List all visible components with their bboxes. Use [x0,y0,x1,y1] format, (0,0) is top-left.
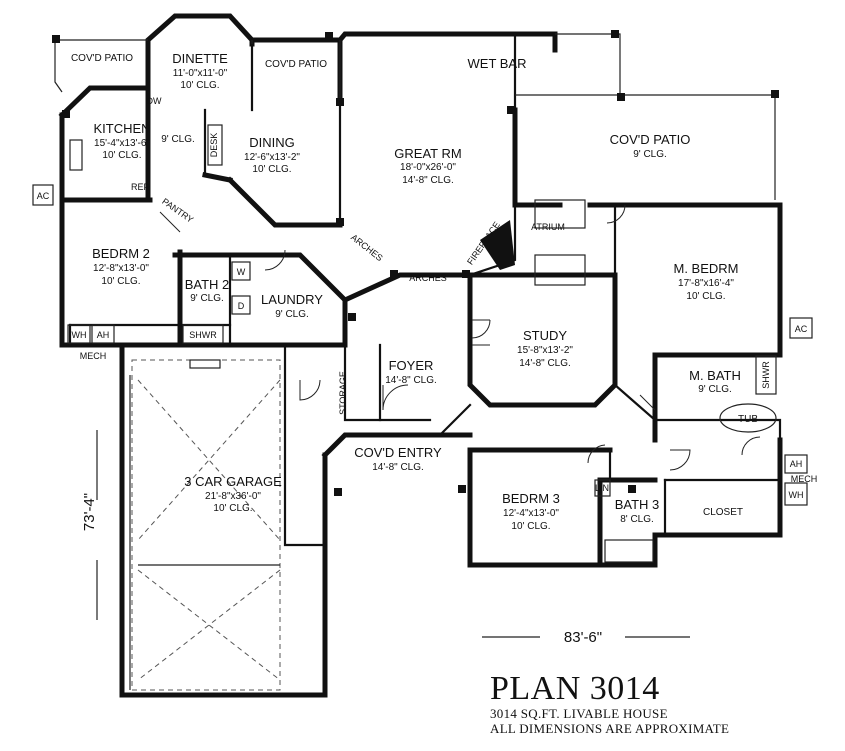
label-study-clg: 14'-8" CLG. [519,358,571,369]
room-label-bath3: BATH 3 8' CLG. [615,497,660,525]
label-covd-patio-right: COV'D PATIO [610,132,691,147]
label-mech-left: MECH [80,351,107,361]
label-m-bedrm-size: 17'-8"x16'-4" [678,278,734,289]
label-ac-right: AC [795,324,808,334]
label-foyer: FOYER [389,358,434,373]
room-label-great-rm: GREAT RM 18'-0"x26'-0" 14'-8" CLG. [394,146,461,186]
label-ref: REF [131,182,150,192]
label-wet-bar: WET BAR [468,56,527,71]
label-bedrm2-clg: 10' CLG. [101,276,140,287]
room-label-kitchen: KITCHEN 15'-4"x13'-6" 10' CLG. [93,121,150,161]
label-bath2: BATH 2 [185,277,230,292]
label-dinette-size: 11'-0"x11'-0" [173,68,228,79]
label-laundry-clg: 9' CLG. [275,309,309,320]
room-label-garage: 3 CAR GARAGE 21'-8"x36'-0" 10' CLG. [184,474,282,514]
label-garage-size: 21'-8"x36'-0" [205,491,261,502]
label-washer: W [237,267,246,277]
label-covd-patio-right-clg: 9' CLG. [633,149,667,160]
label-dw: DW [147,96,162,106]
fixture-outlines [32,124,813,563]
room-label-study: STUDY 15'-8"x13'-2" 14'-8" CLG. [517,328,573,369]
label-laundry: LAUNDRY [261,292,323,307]
room-label-covd-patio-left: COV'D PATIO [71,53,133,64]
door-swings [159,204,761,471]
label-ah-right: AH [790,459,803,469]
columns [52,30,779,496]
label-shwr-left: SHWR [189,330,217,340]
plan-square-footage: 3014 SQ.FT. LIVABLE HOUSE [490,706,668,721]
room-label-covd-entry: COV'D ENTRY 14'-8" CLG. [354,445,442,473]
label-great-rm-size: 18'-0"x26'-0" [400,162,456,173]
label-dining: DINING [249,135,295,150]
label-mech-right: MECH [791,474,818,484]
label-kitchen-size: 15'-4"x13'-6" [94,138,150,149]
plan-disclaimer: ALL DIMENSIONS ARE APPROXIMATE [490,721,730,736]
label-desk: DESK [209,133,219,158]
label-m-bath-clg: 9' CLG. [698,384,732,395]
dimension-depth: 73'-4" [81,493,98,531]
room-label-bedrm3: BEDRM 3 12'-4"x13'-0" 10' CLG. [502,491,560,532]
label-garage-clg: 10' CLG. [213,503,252,514]
plan-title: PLAN 3014 [490,670,660,707]
interior-walls [68,32,782,547]
label-m-bedrm-clg: 10' CLG. [686,291,725,302]
label-bath2-clg: 9' CLG. [190,293,224,304]
label-great-rm-clg: 14'-8" CLG. [402,175,454,186]
room-label-dining: DINING 12'-6"x13'-2" 10' CLG. [244,135,300,175]
exterior-walls [58,13,783,698]
label-covd-patio-left: COV'D PATIO [71,53,133,64]
dimension-lines [96,430,690,638]
label-wh-right: WH [789,490,804,500]
room-label-dinette: DINETTE 11'-0"x11'-0" 10' CLG. [172,51,228,91]
label-bedrm3-size: 12'-4"x13'-0" [503,508,559,519]
label-dining-clg: 10' CLG. [252,164,291,175]
label-m-bedrm: M. BEDRM [674,261,739,276]
label-ac-left: AC [37,191,50,201]
label-bedrm2-size: 12'-8"x13'-0" [93,263,149,274]
label-study: STUDY [523,328,567,343]
label-closet: CLOSET [703,507,743,518]
label-arches-horizontal: ARCHES [409,273,447,283]
label-garage: 3 CAR GARAGE [184,474,282,489]
room-label-bath2: BATH 2 9' CLG. [185,277,230,304]
label-dinette-clg: 10' CLG. [180,80,219,91]
room-label-foyer: FOYER 14'-8" CLG. [385,358,437,386]
label-kitchen-clg: 10' CLG. [102,150,141,161]
room-label-m-bath: M. BATH 9' CLG. [689,368,741,395]
label-atrium: ATRIUM [531,222,565,232]
label-bedrm2: BEDRM 2 [92,246,150,261]
label-storage: STORAGE [338,371,348,415]
label-foyer-clg: 14'-8" CLG. [385,375,437,386]
label-study-size: 15'-8"x13'-2" [517,345,573,356]
room-label-covd-patio-right: COV'D PATIO 9' CLG. [610,132,691,160]
label-kitchen-area-clg: 9' CLG. [161,134,195,145]
label-m-bath: M. BATH [689,368,741,383]
room-label-m-bedrm: M. BEDRM 17'-8"x16'-4" 10' CLG. [674,261,739,302]
label-pantry: PANTRY [160,196,195,225]
dimension-width: 83'-6" [564,629,602,646]
label-covd-patio-top: COV'D PATIO [265,59,327,70]
label-dryer: D [238,301,245,311]
label-dinette: DINETTE [172,51,228,66]
title-block: PLAN 3014 3014 SQ.FT. LIVABLE HOUSE ALL … [490,670,730,737]
garage-bays [129,359,281,691]
label-bath3-clg: 8' CLG. [620,514,654,525]
label-lin: LIN [595,483,609,493]
room-label-laundry: LAUNDRY 9' CLG. [261,292,323,320]
label-shwr-right: SHWR [761,361,771,389]
label-covd-entry: COV'D ENTRY [354,445,442,460]
label-tub: TUB [738,414,758,425]
label-great-rm: GREAT RM [394,146,461,161]
label-bedrm3: BEDRM 3 [502,491,560,506]
label-arches-diagonal: ARCHES [349,232,385,263]
label-covd-entry-clg: 14'-8" CLG. [372,462,424,473]
label-kitchen: KITCHEN [93,121,150,136]
label-bath3: BATH 3 [615,497,660,512]
label-dining-size: 12'-6"x13'-2" [244,152,300,163]
label-ah-left: AH [97,330,110,340]
label-wh-left: WH [72,330,87,340]
room-label-bedrm2: BEDRM 2 12'-8"x13'-0" 10' CLG. [92,246,150,287]
label-bedrm3-clg: 10' CLG. [511,521,550,532]
